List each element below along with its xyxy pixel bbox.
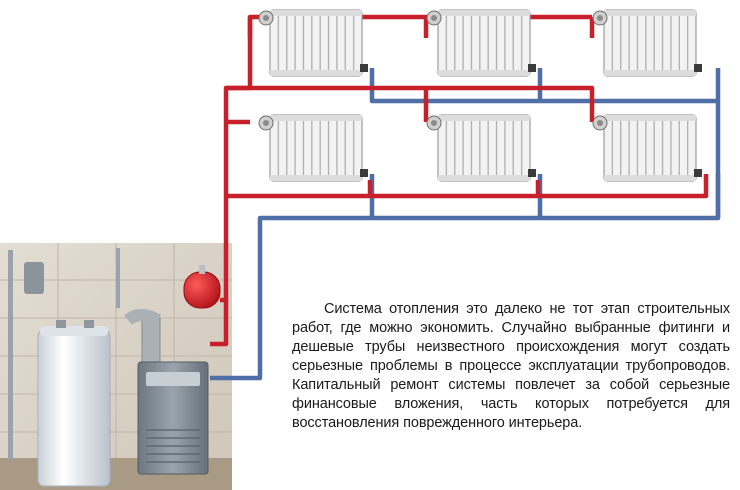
water-heater-icon [37, 320, 111, 487]
radiator-icon [603, 9, 697, 77]
thermostatic-valve-icon [426, 10, 442, 26]
thermostatic-valve-icon [426, 115, 442, 131]
gas-meter-icon [24, 262, 44, 294]
thermostatic-valve-icon [258, 10, 274, 26]
return-valve [360, 169, 368, 177]
return-pipes [210, 68, 721, 381]
description-text: Система отопления это далеко не тот этап… [292, 301, 730, 431]
return-valve [694, 169, 702, 177]
radiator-icon [437, 9, 531, 77]
thermostatic-valve-icon [592, 10, 608, 26]
expansion-tank-icon [183, 265, 221, 309]
return-valve [528, 64, 536, 72]
radiator-icon [269, 114, 363, 182]
return-valve [360, 64, 368, 72]
radiator-icon [437, 114, 531, 182]
radiator-icon [269, 9, 363, 77]
radiator-icon [603, 114, 697, 182]
thermostatic-valve-icon [592, 115, 608, 131]
return-valve [694, 64, 702, 72]
gas-boiler-icon [137, 361, 209, 475]
return-valve [528, 169, 536, 177]
radiators [258, 9, 702, 182]
thermostatic-valve-icon [258, 115, 274, 131]
